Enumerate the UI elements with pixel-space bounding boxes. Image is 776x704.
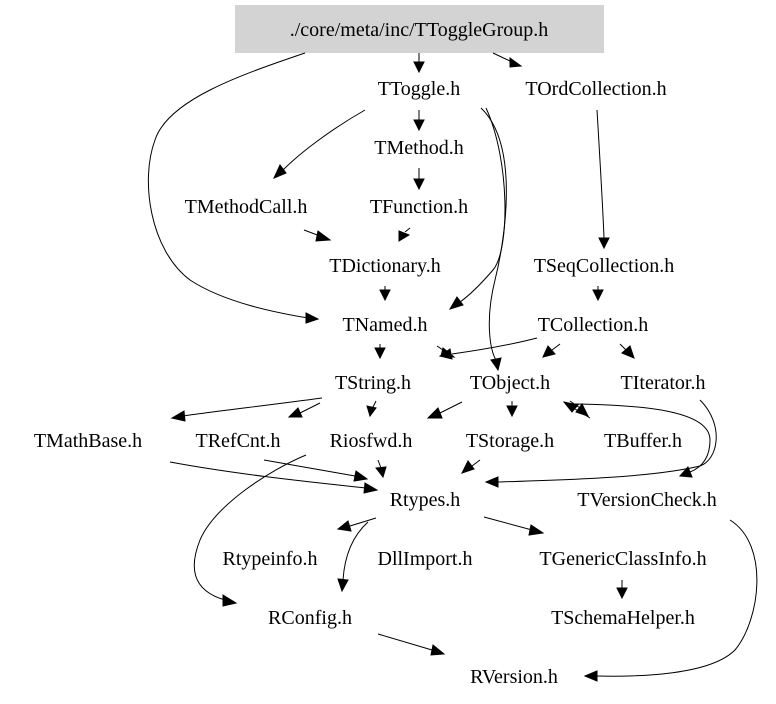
node-riosfwd[interactable]: Riosfwd.h [330, 430, 413, 452]
edge-trefcnt-rtypes [263, 459, 356, 477]
node-tgenericclassinfo[interactable]: TGenericClassInfo.h [539, 548, 706, 570]
node-rtypeinfo[interactable]: Rtypeinfo.h [223, 548, 318, 570]
node-tmethod[interactable]: TMethod.h [374, 137, 463, 159]
arrowhead [366, 405, 377, 418]
edges [147, 52, 758, 682]
node-tfunction[interactable]: TFunction.h [370, 196, 468, 218]
node-tcollection[interactable]: TCollection.h [538, 314, 649, 336]
arrowhead [287, 407, 303, 418]
arrowhead [379, 289, 391, 302]
arrowhead [528, 524, 545, 536]
edge-tstring-rtypes [193, 454, 307, 601]
edge-rtypes-tgenericclassinfo [483, 516, 533, 531]
node-tnamed[interactable]: TNamed.h [343, 314, 428, 336]
arrowhead [430, 644, 446, 656]
nodes: ./core/meta/inc/TToggleGroup.h TToggle.h… [34, 19, 717, 688]
edge-tfunction-tdictionary [404, 227, 411, 233]
arrowhead [375, 466, 387, 479]
arrowhead [598, 237, 610, 250]
edge-ttoggle-tobject [480, 107, 507, 361]
node-root[interactable]: ./core/meta/inc/TToggleGroup.h [290, 19, 549, 41]
arrowhead [170, 410, 186, 422]
edge-tstring-tmathbase [182, 397, 323, 417]
node-tversioncheck[interactable]: TVersionCheck.h [577, 489, 716, 511]
edge-rconfig-rversion [377, 633, 433, 651]
node-tmethodcall[interactable]: TMethodCall.h [185, 196, 308, 218]
arrowhead [353, 470, 369, 482]
edge-root-tnamed [147, 52, 309, 319]
arrowhead [413, 61, 425, 74]
arrowhead [542, 345, 556, 358]
arrowhead [222, 594, 238, 607]
node-tschemahelper[interactable]: TSchemaHelper.h [551, 607, 695, 629]
node-titerator[interactable]: TIterator.h [621, 372, 706, 394]
arrowhead [398, 230, 411, 242]
arrowhead [426, 407, 443, 419]
arrowhead [490, 357, 502, 372]
arrowhead [336, 520, 352, 532]
edge-tordcollection-tseqcollection [596, 109, 605, 239]
node-tseqcollection[interactable]: TSeqCollection.h [534, 255, 675, 277]
node-tdictionary[interactable]: TDictionary.h [329, 255, 440, 277]
node-rtypes[interactable]: Rtypes.h [390, 489, 461, 511]
arrowhead [509, 57, 523, 68]
edge-riosfwd-rtypes [377, 459, 382, 469]
edge-tstorage-rtypes [471, 459, 481, 467]
arrowhead [337, 578, 349, 593]
edge-tobject-tversioncheck [574, 403, 711, 473]
arrowhead [575, 403, 589, 417]
arrowhead [592, 289, 604, 302]
node-tstring[interactable]: TString.h [335, 372, 411, 394]
edge-tcollection-titerator [619, 343, 627, 351]
arrowhead [273, 164, 287, 179]
arrowhead [621, 345, 635, 359]
arrowhead [678, 466, 693, 478]
arrowhead [305, 312, 320, 324]
edge-rtypes-rtypeinfo [349, 517, 377, 527]
edge-tcollection-tobject [451, 337, 538, 355]
arrowhead [448, 296, 464, 310]
arrowhead [413, 119, 425, 132]
arrowhead [374, 347, 386, 360]
arrowhead [315, 230, 332, 242]
edge-tstring-riosfwd [372, 400, 377, 408]
edge-ttoggle-tnamed [459, 107, 506, 303]
node-tordcollection[interactable]: TOrdCollection.h [525, 78, 666, 100]
arrowhead [616, 587, 628, 600]
node-tstorage[interactable]: TStorage.h [466, 430, 554, 452]
node-tbuffer[interactable]: TBuffer.h [604, 430, 682, 452]
node-rconfig[interactable]: RConfig.h [268, 607, 352, 629]
edge-root-tordcollection [492, 52, 513, 63]
arrowhead [562, 401, 579, 413]
edge-tobject-rtypes [497, 399, 717, 483]
node-tobject[interactable]: TObject.h [470, 372, 550, 394]
edge-tstring-trefcnt [299, 402, 321, 414]
arrowhead [363, 482, 379, 494]
node-rversion[interactable]: RVersion.h [470, 666, 558, 688]
node-dllimport[interactable]: DllImport.h [378, 548, 473, 570]
arrowhead [438, 348, 453, 360]
edge-tmathbase-rtypes [169, 461, 367, 489]
arrowhead [484, 476, 499, 488]
arrowhead [583, 670, 598, 682]
edge-ttoggle-tmethodcall [282, 109, 366, 171]
edge-tbuffer-tobject [574, 408, 591, 419]
node-ttoggle[interactable]: TToggle.h [378, 78, 460, 100]
edge-tversioncheck-rversion [595, 519, 758, 677]
arrowhead [506, 405, 518, 418]
edge-tobject-riosfwd [439, 401, 463, 414]
node-trefcnt[interactable]: TRefCnt.h [196, 430, 281, 452]
edge-rtypes-rconfig [342, 521, 369, 581]
root-node-box[interactable] [235, 5, 604, 53]
edge-tcollection-tobject-2 [551, 343, 561, 351]
node-tmathbase[interactable]: TMathBase.h [34, 430, 142, 452]
arrowhead [413, 178, 425, 191]
arrowhead [461, 460, 475, 474]
